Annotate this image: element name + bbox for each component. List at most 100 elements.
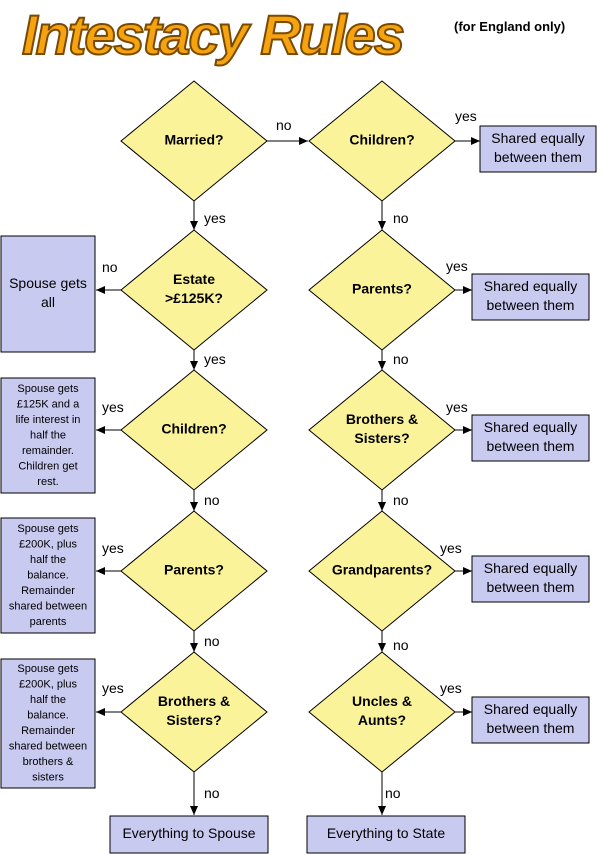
edge-parents-spouse200p-head [96, 567, 105, 575]
diamond-right-parents-shape [308, 229, 456, 351]
box-shared-grandparents: Shared equally between them [471, 555, 590, 603]
edge-estate-spouseall-head [96, 286, 105, 294]
box-spouse-200k-siblings-line: brothers & [23, 756, 74, 768]
box-shared-parents-line: Shared equally [484, 278, 577, 294]
label-no-rgrand: no [393, 637, 409, 653]
box-shared-parents-rect [471, 273, 590, 321]
edge-rsiblings-shared-head [463, 426, 472, 434]
box-shared-parents-line: between them [487, 297, 575, 313]
edge-rgrand-shared-head [463, 567, 472, 575]
diamond-right-children: Children? [308, 80, 456, 202]
box-shared-siblings-rect [471, 414, 590, 462]
edge-rparents-rsiblings-head [378, 361, 386, 370]
box-shared-children-line: between them [494, 149, 582, 165]
diamond-left-parents-line: Parents? [164, 562, 224, 578]
box-spouse-200k-parents-line: £200K, plus [19, 538, 78, 550]
label-yes-rchildren: yes [455, 108, 477, 124]
chart-subtitle: (for England only) [454, 19, 565, 34]
box-spouse-200k-siblings-line: shared between [9, 741, 87, 753]
edge-runcles-shared-head [463, 708, 472, 716]
box-shared-children-line: Shared equally [491, 130, 584, 146]
box-spouse-200k-parents-line: shared between [9, 600, 87, 612]
box-spouse-125k-line: rest. [37, 476, 58, 488]
box-everything-state-line: Everything to State [327, 825, 446, 841]
box-spouse-all-rect [0, 235, 96, 353]
label-no-lsiblings: no [204, 785, 220, 801]
edge-rsiblings-rgrand-head [378, 502, 386, 511]
label-no-runcles: no [385, 785, 401, 801]
chart-title: Intestacy Rules [22, 3, 404, 66]
label-yes-rgrand: yes [440, 540, 462, 556]
box-spouse-200k-parents-line: half the [30, 554, 66, 566]
diamond-estate-shape [120, 229, 268, 351]
box-spouse-200k-parents-line: parents [30, 616, 67, 628]
diamond-right-siblings-shape [308, 369, 456, 491]
edge-married-estate-head [190, 221, 198, 230]
box-spouse-200k-siblings-line: half the [30, 694, 66, 706]
label-no-lparents: no [204, 633, 220, 649]
diamond-right-parents: Parents? [308, 229, 456, 351]
box-shared-uncles-line: Shared equally [484, 701, 577, 717]
label-no-rparents: no [393, 351, 409, 367]
box-spouse-125k-line: Spouse gets [17, 383, 79, 395]
label-no-lchildren: no [204, 492, 220, 508]
box-spouse-all-line: all [41, 294, 55, 310]
edge-parents-siblings-head [190, 643, 198, 652]
box-everything-spouse-line: Everything to Spouse [122, 825, 255, 841]
box-shared-grandparents-rect [471, 555, 590, 603]
edge-children-parents-head [190, 502, 198, 511]
label-yes-lparents: yes [102, 540, 124, 556]
box-shared-parents: Shared equally between them [471, 273, 590, 321]
diamond-right-grandparents: Grandparents? [308, 510, 456, 632]
edge-rchildren-rparents-head [378, 221, 386, 230]
diamond-right-siblings-line: Sisters? [354, 430, 409, 446]
diamond-left-parents-shape [120, 510, 268, 632]
box-spouse-200k-parents-rect [0, 517, 96, 634]
box-spouse-all: Spouse gets all [0, 235, 96, 353]
diamond-left-children-line: Children? [161, 421, 226, 437]
box-shared-grandparents-line: between them [487, 579, 575, 595]
diamond-right-grandparents-shape [308, 510, 456, 632]
label-no-estate: no [102, 259, 118, 275]
box-spouse-200k-siblings-line: Remainder [21, 725, 75, 737]
diamond-left-children: Children? [120, 369, 268, 491]
box-spouse-125k-line: life interest in [16, 414, 81, 426]
diamond-right-children-line: Children? [349, 132, 414, 148]
box-spouse-125k-rect [0, 377, 96, 494]
edge-siblings-spouse-head [190, 806, 198, 815]
diamond-left-children-shape [120, 369, 268, 491]
box-spouse-200k-parents-line: balance. [27, 569, 69, 581]
box-everything-spouse-rect [109, 815, 269, 854]
edge-estate-children-head [190, 361, 198, 370]
diamond-right-siblings: Brothers &Sisters? [308, 369, 456, 491]
box-spouse-200k-parents-line: Spouse gets [17, 523, 79, 535]
box-shared-siblings: Shared equally between them [471, 414, 590, 462]
label-no-rchildren: no [393, 210, 409, 226]
diamond-right-uncles-line: Aunts? [358, 712, 406, 728]
edge-labels: noyesnoyesyesnoyesnoyesnoyesnoyesnoyesno… [102, 108, 477, 801]
diamond-right-uncles-line: Uncles & [352, 693, 412, 709]
diamond-estate: Estate >£125K? [120, 229, 268, 351]
box-everything-state-rect [306, 815, 466, 854]
box-spouse-all-line: Spouse gets [9, 275, 87, 291]
box-shared-siblings-line: between them [487, 438, 575, 454]
box-spouse-200k-siblings-line: sisters [32, 772, 64, 784]
box-spouse-200k-siblings-line: £200K, plus [19, 679, 78, 691]
diamond-estate-line: >£125K? [165, 290, 223, 306]
box-spouse-200k-siblings-line: balance. [27, 710, 69, 722]
diamond-estate-line: Estate [173, 271, 215, 287]
label-no-rsiblings: no [393, 492, 409, 508]
box-everything-spouse: Everything to Spouse [109, 815, 269, 854]
box-shared-grandparents-line: Shared equally [484, 560, 577, 576]
label-yes-rparents: yes [446, 258, 468, 274]
edge-rgrand-runcles-head [378, 643, 386, 652]
diamond-right-parents-line: Parents? [352, 281, 412, 297]
diamond-right-uncles: Uncles & Aunts? [308, 651, 456, 773]
diamond-right-grandparents-line: Grandparents? [332, 562, 432, 578]
box-shared-siblings-line: Shared equally [484, 419, 577, 435]
diamond-married-line: Married? [164, 132, 223, 148]
